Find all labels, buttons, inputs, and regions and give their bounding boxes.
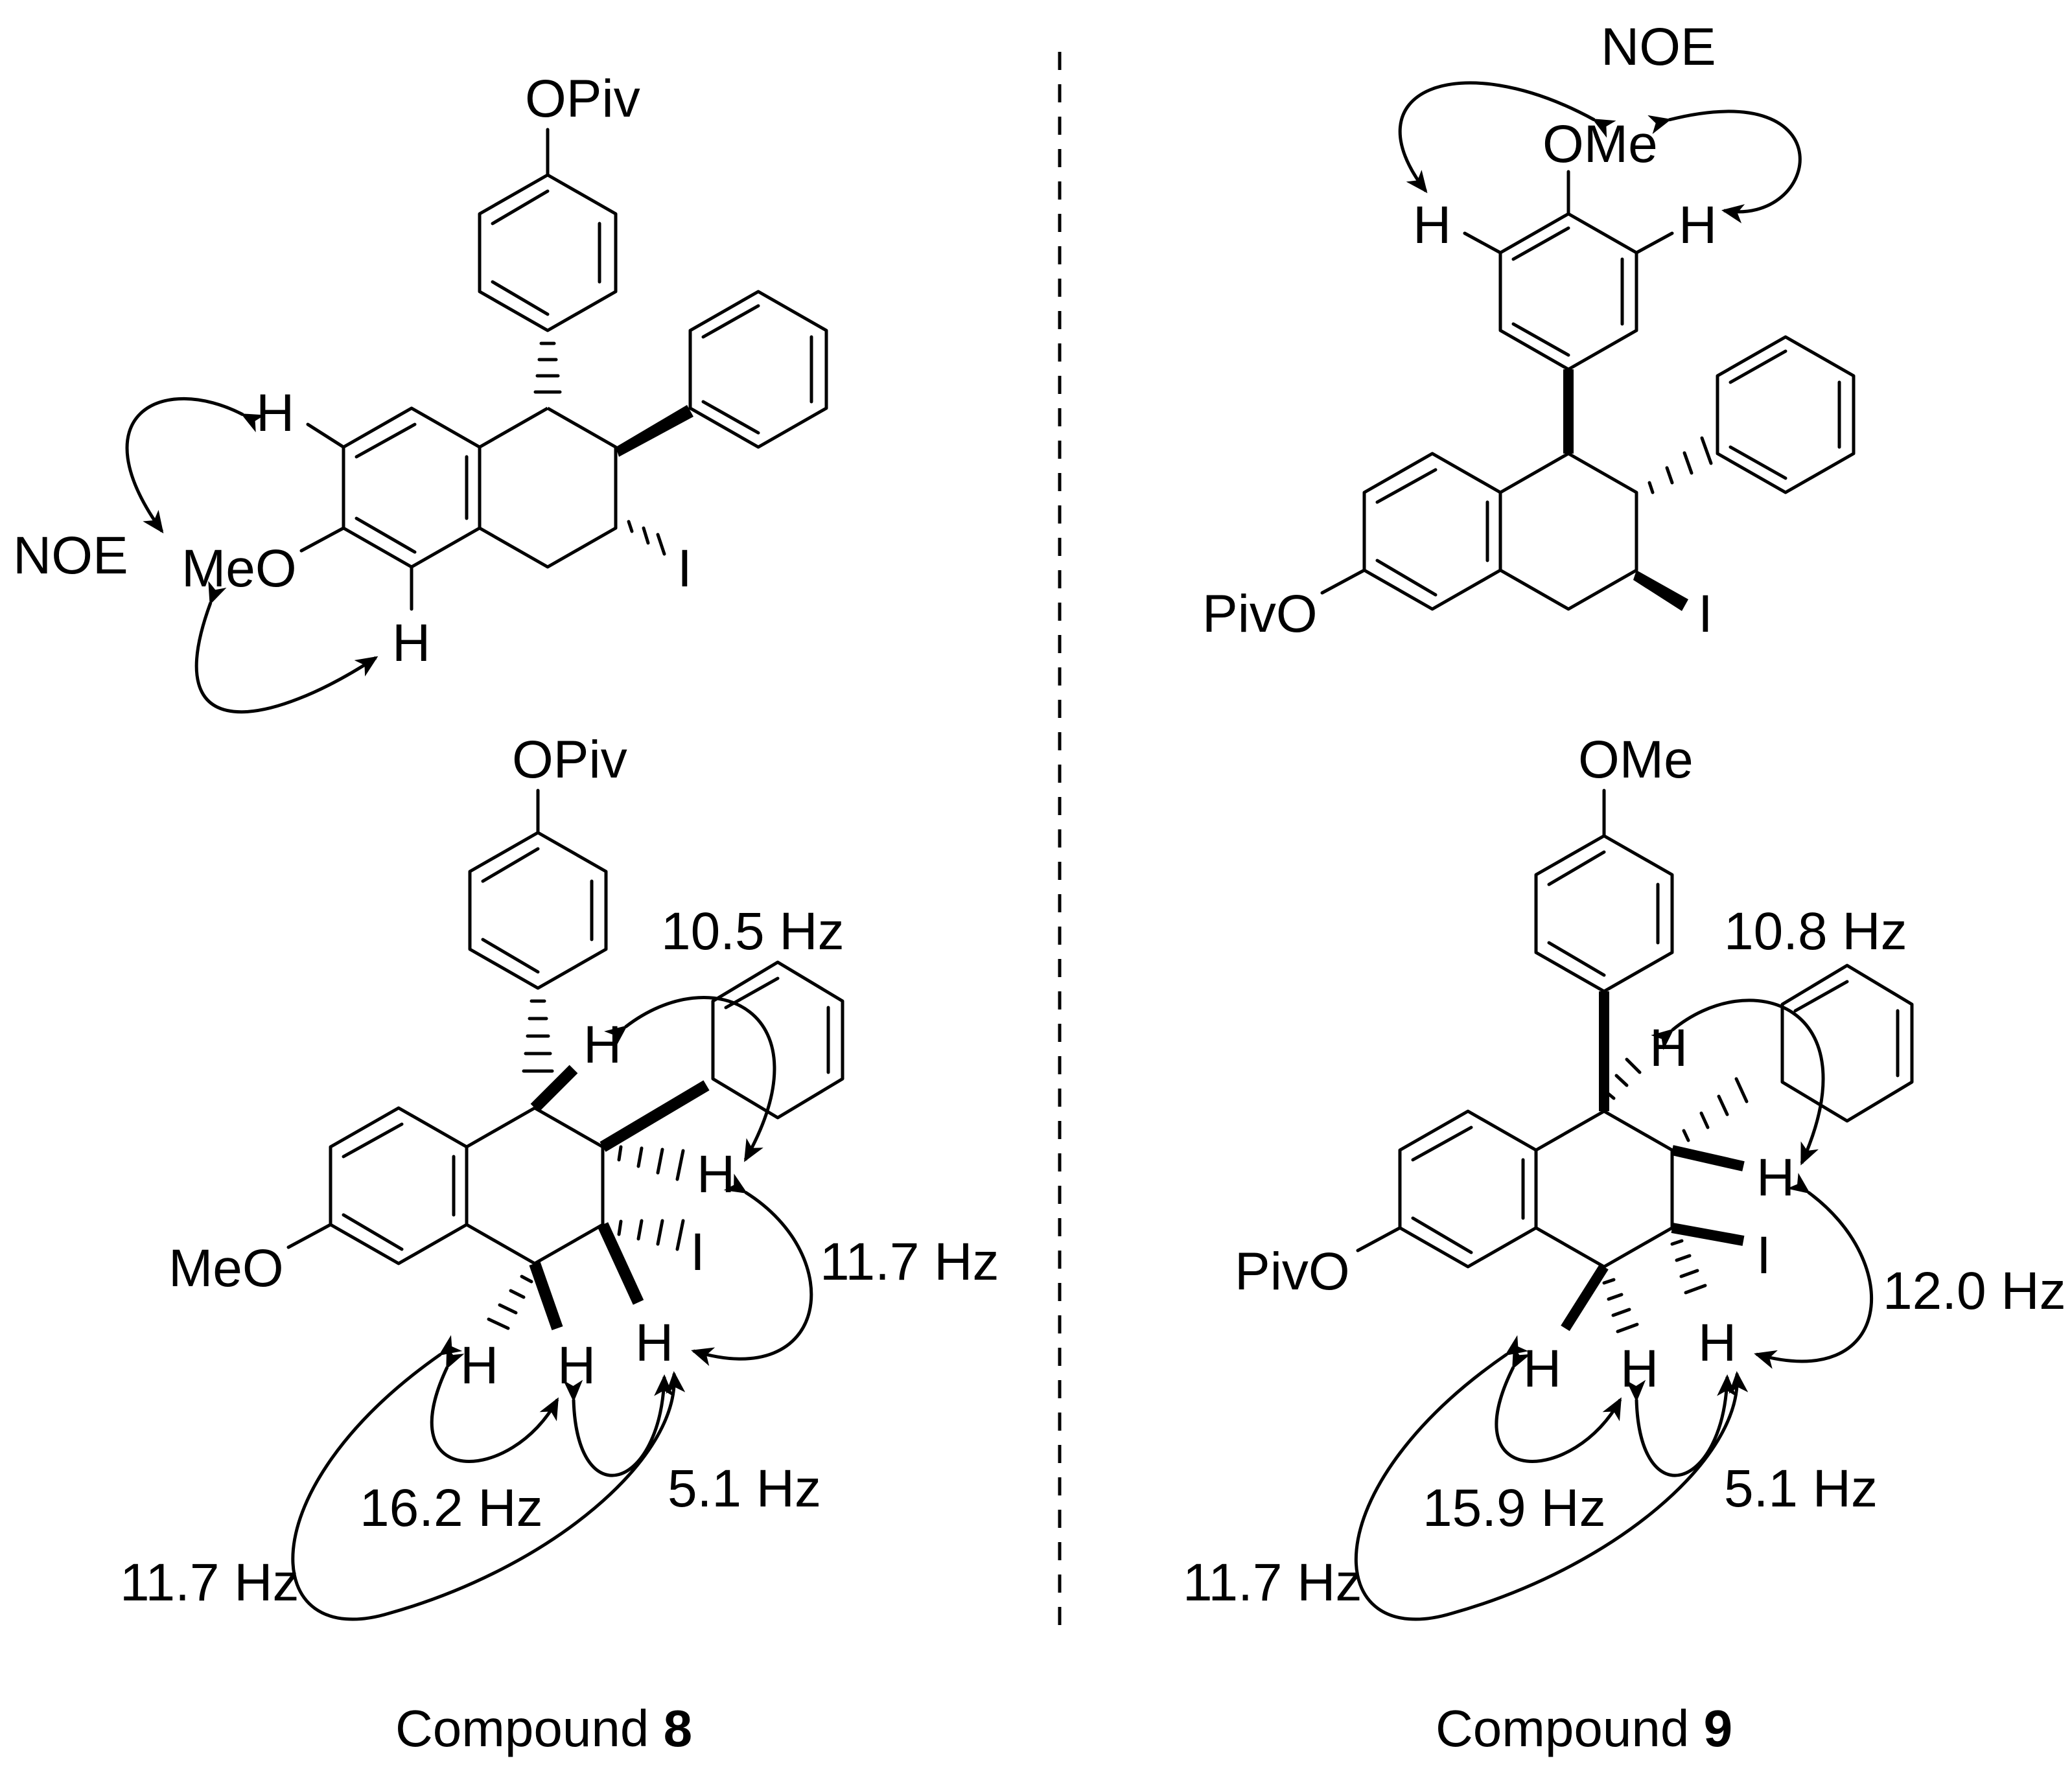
c8-bot-iodo-label: I <box>690 1223 705 1282</box>
c9-bot-arrow-12-0 <box>1754 1173 1874 1369</box>
c9-top-hashed-phenyl <box>1647 436 1713 494</box>
c8-top-hashed-iodo <box>627 520 666 556</box>
c8-top-h-lower: H <box>392 614 430 673</box>
c9-bot-tetralin-ring <box>1534 1109 1674 1269</box>
c9-bot-arrow-15-9 <box>1495 1345 1622 1463</box>
c9-bot-h1: H <box>1649 1019 1688 1078</box>
c9-bot-aryl-ring <box>1534 834 1674 993</box>
c8-bot-j-16-2: 16.2 Hz <box>360 1479 543 1538</box>
c8-top-methoxy-label: MeO <box>181 539 297 598</box>
c8-bot-arrow-10-5 <box>604 996 776 1162</box>
c8-top-aryl-ring <box>478 173 618 332</box>
c9-bot-hashed-h5 <box>1670 1239 1707 1295</box>
c8-bot-arrow-11-7-right <box>691 1173 813 1367</box>
c9-bot-h5: H <box>1698 1313 1736 1372</box>
c9-bot-h4: H <box>1620 1339 1659 1398</box>
c9-top-phenyl-ring <box>1716 335 1856 494</box>
c8-top-fused-aromatic <box>342 406 482 569</box>
c8-bot-methoxy-label: MeO <box>169 1239 284 1298</box>
c9-bot-h2: H <box>1756 1148 1795 1207</box>
c9-bot-h3: H <box>1523 1339 1561 1398</box>
c8-top-opiv-label: OPiv <box>525 69 640 128</box>
c8-bot-h3: H <box>460 1336 498 1395</box>
c9-top-noe-label: NOE <box>1601 17 1716 76</box>
c8-bot-opiv-label: OPiv <box>512 730 627 789</box>
c8-bot-aryl-ring <box>468 831 608 990</box>
c8-bot-j-11-7-right: 11.7 Hz <box>820 1232 999 1291</box>
c9-caption: Compound 9 <box>1436 1700 1732 1757</box>
c8-top-iodo-label: I <box>677 539 692 598</box>
c8-bot-h5: H <box>635 1313 673 1372</box>
c8-bot-arrow-16-2 <box>430 1345 559 1463</box>
c8-top-noe-arrow-lower <box>194 581 378 714</box>
c8-bot-h1: H <box>583 1015 622 1074</box>
c9-top-h-right: H <box>1679 196 1717 255</box>
c9-top-pivoxy-label: PivO <box>1202 584 1318 643</box>
c8-top-hashed-bond <box>533 341 562 394</box>
c9-bot-j-15-9: 15.9 Hz <box>1423 1479 1606 1538</box>
c8-top-wedge-bond <box>616 405 693 457</box>
c8-bot-phenyl-ring <box>711 960 844 1120</box>
c9-top-aryl-ring <box>1498 212 1638 371</box>
c8-bot-h4: H <box>557 1336 596 1395</box>
c9-top-iodo-label: I <box>1698 584 1713 643</box>
c9-bot-arrow-11-7-left <box>1355 1335 1749 1621</box>
c9-bot-j-10-8: 10.8 Hz <box>1724 902 1907 961</box>
c9-bot-j-12-0: 12.0 Hz <box>1883 1262 2066 1321</box>
c8-bot-tetralin-ring <box>465 1106 605 1265</box>
c9-bot-arrow-10-8 <box>1651 998 1825 1166</box>
c8-top-h-upper: H <box>256 384 294 443</box>
c8-bot-bold-phenyl <box>599 1080 710 1152</box>
c8-top-tetralin-ring <box>478 406 618 569</box>
c9-bot-j-11-7-left: 11.7 Hz <box>1183 1553 1362 1612</box>
c8-caption: Compound 8 <box>395 1700 692 1757</box>
c9-top-noe-arrow-left <box>1398 81 1616 194</box>
c8-bot-arrow-11-7-left <box>291 1335 686 1621</box>
c8-bot-hashed-h2 <box>617 1145 685 1181</box>
c9-top-wedge-iodo <box>1633 570 1688 611</box>
c8-bot-bold-h1 <box>530 1065 578 1113</box>
compound8-bottom-structure: OPiv MeO H <box>120 730 999 1757</box>
c9-bot-hashed-phenyl <box>1682 1077 1749 1142</box>
compound9-top-structure: NOE OMe H H PivO I <box>1202 17 1856 643</box>
c9-top-tetralin-ring <box>1498 452 1638 611</box>
c8-top-noe-arrow-upper <box>125 397 265 534</box>
c8-bot-arrow-5-1 <box>563 1374 674 1477</box>
c9-bot-iodo-label: I <box>1756 1226 1771 1285</box>
c8-bot-fused-aromatic <box>329 1106 469 1265</box>
c8-bot-hashed-aryl <box>522 999 554 1073</box>
c8-bot-j-10-5: 10.5 Hz <box>661 902 844 961</box>
c8-top-phenyl-ring <box>688 290 828 449</box>
c9-top-noe-arrow-right <box>1647 110 1802 224</box>
c9-bot-ome-label: OMe <box>1578 730 1694 789</box>
c8-bot-j-5-1: 5.1 Hz <box>668 1459 821 1518</box>
c9-top-ome-label: OMe <box>1542 115 1658 174</box>
c9-top-fused-aromatic <box>1362 452 1502 611</box>
compound9-bottom-structure: OMe PivO H H I <box>1183 730 2066 1757</box>
c8-bot-hashed-h3 <box>487 1275 533 1330</box>
c9-bot-arrow-5-1 <box>1626 1374 1737 1477</box>
c9-bot-hashed-h4 <box>1602 1278 1639 1333</box>
c9-bot-phenyl-ring <box>1780 963 1914 1123</box>
c8-bot-h2: H <box>697 1145 735 1204</box>
c9-top-h-left: H <box>1413 196 1451 255</box>
c8-bot-hashed-iodo <box>617 1219 685 1251</box>
c9-bot-j-5-1: 5.1 Hz <box>1724 1459 1878 1518</box>
c9-bot-hashed-h1 <box>1604 1057 1642 1100</box>
c9-bot-pivoxy-label: PivO <box>1235 1242 1350 1301</box>
c9-bot-fused-aromatic <box>1398 1109 1538 1269</box>
c8-top-noe-label: NOE <box>13 526 128 585</box>
compound8-top-structure: OPiv I <box>13 69 828 714</box>
c8-bot-j-11-7-left: 11.7 Hz <box>120 1553 299 1612</box>
